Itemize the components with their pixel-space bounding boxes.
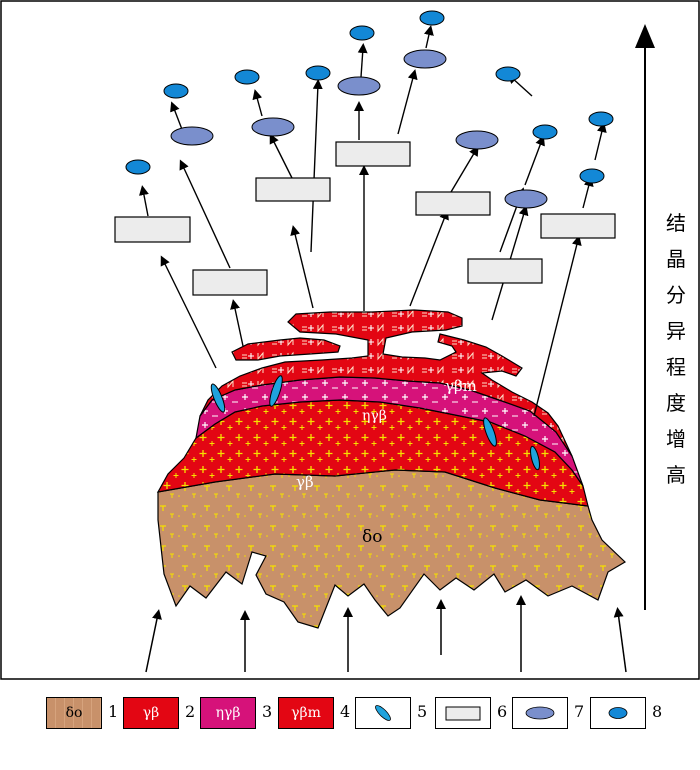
arrow-l2b xyxy=(179,159,231,269)
rect-7 xyxy=(540,213,616,239)
arrow-r4b xyxy=(582,176,594,209)
small-ellipse-8 xyxy=(532,124,558,140)
rect-2 xyxy=(192,269,268,296)
side-label-char: 结 xyxy=(666,211,686,235)
legend-swatch-label: δo xyxy=(65,705,83,721)
dyke-icon xyxy=(375,705,391,721)
legend-swatch-large-ellipse xyxy=(512,697,568,729)
legend-number: 4 xyxy=(340,702,351,721)
legend: δo 1 γβ 2 ηγβ 3 γβm 4 5 6 xyxy=(0,692,700,738)
arrow-c2 xyxy=(397,69,418,135)
legend-swatch-label: γβ xyxy=(142,705,160,721)
differentiation-label: 结晶分异程度增高 xyxy=(664,205,688,493)
small-ellipse-1 xyxy=(125,159,151,175)
arrow-l4 xyxy=(310,79,323,253)
legend-swatch-gbm: γβm xyxy=(278,697,334,729)
dyke-4 xyxy=(530,445,540,471)
label-ngb: ηγβ xyxy=(362,408,387,424)
arrow-l1 xyxy=(160,255,217,369)
legend-number: 6 xyxy=(497,702,508,721)
side-label-char: 度 xyxy=(666,391,686,415)
small-ellipses xyxy=(125,10,614,184)
large-ellipses xyxy=(170,49,548,209)
small-ellipse-5 xyxy=(349,25,375,41)
large-ellipse-5 xyxy=(455,130,499,150)
rect-3 xyxy=(255,177,331,202)
legend-number: 2 xyxy=(185,702,196,721)
dyke-3 xyxy=(483,417,497,447)
arrow-r1b xyxy=(450,145,479,193)
arrow-l2c xyxy=(170,101,184,133)
legend-swatch-gb: γβ xyxy=(123,697,179,729)
rect-6 xyxy=(467,258,543,284)
rectangles xyxy=(114,141,616,296)
rect-1 xyxy=(114,216,191,243)
arrow-r4 xyxy=(533,235,582,417)
bottom-arrow-6 xyxy=(613,607,627,673)
small-ellipse-icon xyxy=(608,707,628,719)
bottom-arrow-1 xyxy=(145,609,162,673)
dyke-1 xyxy=(210,383,226,413)
legend-swatch-rect xyxy=(435,697,491,729)
large-ellipse-1 xyxy=(170,126,214,146)
legend-number: 3 xyxy=(262,702,273,721)
side-label-char: 增 xyxy=(666,427,686,451)
frame-border xyxy=(0,0,700,680)
arrow-l3c xyxy=(252,89,263,117)
arrow-r1 xyxy=(409,209,449,307)
small-ellipse-9 xyxy=(579,168,605,184)
label-gb: γβ xyxy=(296,473,314,491)
arrow-r3b xyxy=(524,135,545,186)
side-label-char: 异 xyxy=(666,319,686,343)
rectangle-icon xyxy=(445,706,481,721)
large-ellipse-4 xyxy=(403,49,447,69)
arrow-l3b xyxy=(269,133,293,179)
small-ellipse-6 xyxy=(419,10,445,26)
side-label-char: 高 xyxy=(666,463,686,487)
side-label-char: 程 xyxy=(666,355,686,379)
arrow-l3 xyxy=(290,225,314,309)
small-ellipse-3 xyxy=(234,69,260,85)
arrow-l2 xyxy=(230,299,244,347)
large-ellipse-icon xyxy=(525,706,555,720)
legend-swatch-dyke xyxy=(355,697,411,729)
legend-swatch-do: δo xyxy=(46,697,102,729)
small-ellipse-10 xyxy=(588,111,614,127)
rect-5 xyxy=(415,191,491,216)
diagram-canvas: δo γβ ηγβ γβm xyxy=(0,0,700,680)
large-ellipse-3 xyxy=(337,76,381,96)
legend-swatch-label: ηγβ xyxy=(215,705,241,721)
gbm-layer xyxy=(199,309,573,457)
gbm-apophysis-left xyxy=(231,337,341,361)
rect-4 xyxy=(335,141,411,167)
dyke-2 xyxy=(269,375,283,407)
label-gbm: γβm xyxy=(445,377,477,395)
arrow-c1c xyxy=(357,43,368,78)
arrow-r4c xyxy=(594,122,607,161)
dykes xyxy=(210,375,540,471)
legend-number: 5 xyxy=(417,702,428,721)
side-label-char: 分 xyxy=(666,283,686,307)
large-ellipse-2 xyxy=(251,117,295,137)
legend-swatch-small-ellipse xyxy=(590,697,646,729)
legend-swatch-ngb: ηγβ xyxy=(200,697,256,729)
side-label-char: 晶 xyxy=(666,247,686,271)
bottom-arrows xyxy=(145,595,627,673)
legend-swatch-label: γβm xyxy=(291,705,321,721)
arrow-l1b xyxy=(139,185,149,217)
label-do: δo xyxy=(362,527,382,547)
legend-number: 1 xyxy=(108,702,119,721)
small-ellipse-7 xyxy=(495,66,521,82)
arrow-c2b xyxy=(424,25,434,49)
legend-number: 7 xyxy=(574,702,585,721)
upper-arrows xyxy=(139,25,607,417)
large-ellipse-6 xyxy=(504,189,548,209)
small-ellipse-2 xyxy=(163,83,189,99)
differentiation-arrowhead-icon xyxy=(635,24,655,48)
small-ellipse-4 xyxy=(305,65,331,81)
legend-number: 8 xyxy=(652,702,663,721)
